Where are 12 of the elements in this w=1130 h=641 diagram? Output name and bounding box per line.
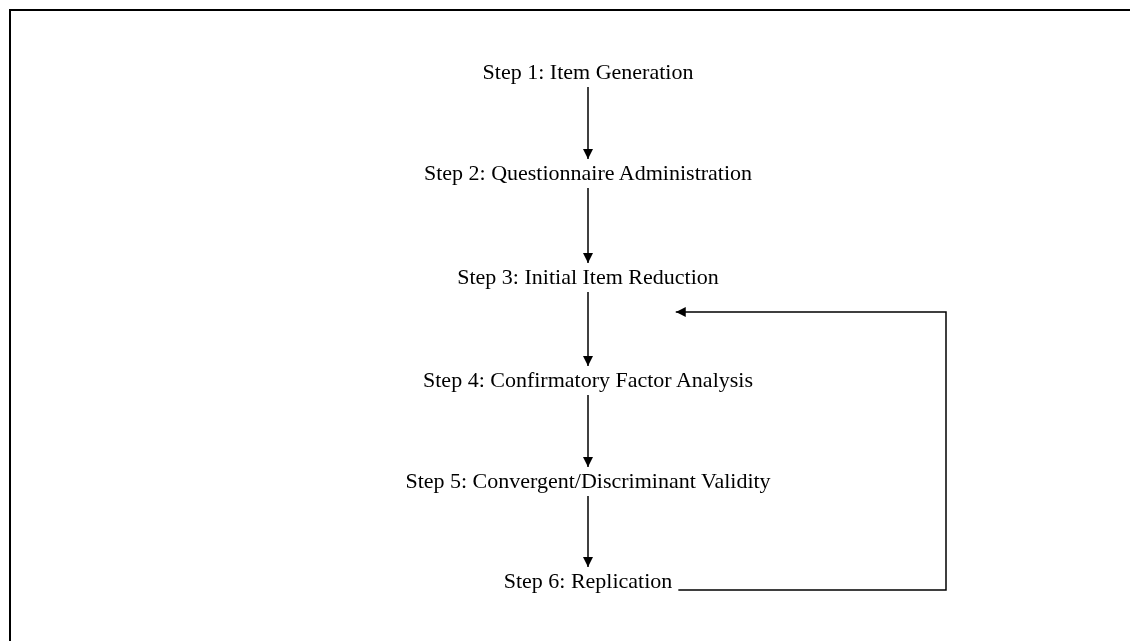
arrow (675, 307, 947, 591)
step-label: Step 1: Item Generation (480, 59, 696, 85)
arrow (583, 394, 593, 468)
arrow (583, 495, 593, 568)
step-label: Step 2: Questionnaire Administration (421, 160, 755, 186)
arrow (583, 86, 593, 160)
step-label: Step 4: Confirmatory Factor Analysis (421, 367, 755, 393)
step-label: Step 3: Initial Item Reduction (455, 264, 721, 290)
arrow (583, 291, 593, 367)
step-label: Step 6: Replication (501, 568, 675, 594)
step-label: Step 5: Convergent/Discriminant Validity (403, 468, 773, 494)
arrow (583, 187, 593, 264)
